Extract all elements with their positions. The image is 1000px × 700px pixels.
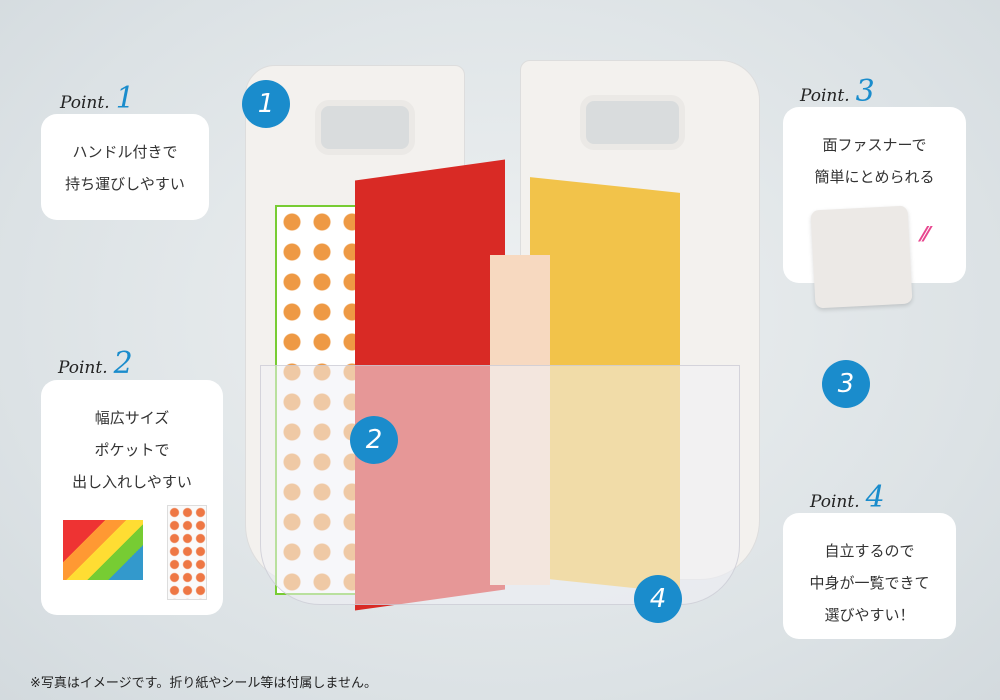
point-2-number: 2 xyxy=(113,346,133,381)
badge-1: 1 xyxy=(242,80,290,128)
badge-4: 4 xyxy=(634,575,682,623)
pockets xyxy=(260,365,740,605)
point-1-text: ハンドル付きで xyxy=(72,143,178,161)
point-3-text: 面ファスナーで xyxy=(822,136,927,154)
point-3-number: 3 xyxy=(855,74,875,109)
point-4-text: 中身が一覧できて xyxy=(809,574,930,592)
handle-right xyxy=(580,95,685,150)
point-1-number: 1 xyxy=(115,81,135,116)
point-2-text: ポケットで xyxy=(94,441,170,459)
spark-icon: ⁄⁄ xyxy=(922,222,929,246)
point-3-text: 簡単にとめられる xyxy=(814,168,935,186)
point-1-card: ハンドル付きで 持ち運びしやすい xyxy=(41,114,209,220)
sticker-sheet-image xyxy=(167,505,207,600)
badge-3: 3 xyxy=(822,360,870,408)
point-2-label-text: Point. xyxy=(58,358,108,378)
badge-2: 2 xyxy=(350,416,398,464)
point-1-text: 持ち運びしやすい xyxy=(65,175,185,193)
point-1-label: Point.1 xyxy=(60,84,135,118)
point-2-text: 幅広サイズ xyxy=(94,409,170,427)
closed-case-image xyxy=(810,205,913,309)
footnote: ※写真はイメージです。折り紙やシール等は付属しません。 xyxy=(30,676,377,691)
point-4-text: 自立するので xyxy=(824,542,915,560)
point-3-label-text: Point. xyxy=(800,86,850,106)
handle-left xyxy=(315,100,415,155)
point-1-label-text: Point. xyxy=(60,93,110,113)
point-4-label-text: Point. xyxy=(810,492,860,512)
point-3-label: Point.3 xyxy=(800,77,875,111)
product-image xyxy=(240,55,780,615)
origami-image xyxy=(63,520,143,580)
point-4-card: 自立するので 中身が一覧できて 選びやすい！ xyxy=(783,513,956,639)
point-2-text: 出し入れしやすい xyxy=(72,473,192,491)
point-4-label: Point.4 xyxy=(810,483,885,517)
point-2-card: 幅広サイズ ポケットで 出し入れしやすい xyxy=(41,380,223,615)
point-2-label: Point.2 xyxy=(58,349,133,383)
point-4-text: 選びやすい！ xyxy=(824,606,915,624)
point-4-number: 4 xyxy=(865,480,885,515)
